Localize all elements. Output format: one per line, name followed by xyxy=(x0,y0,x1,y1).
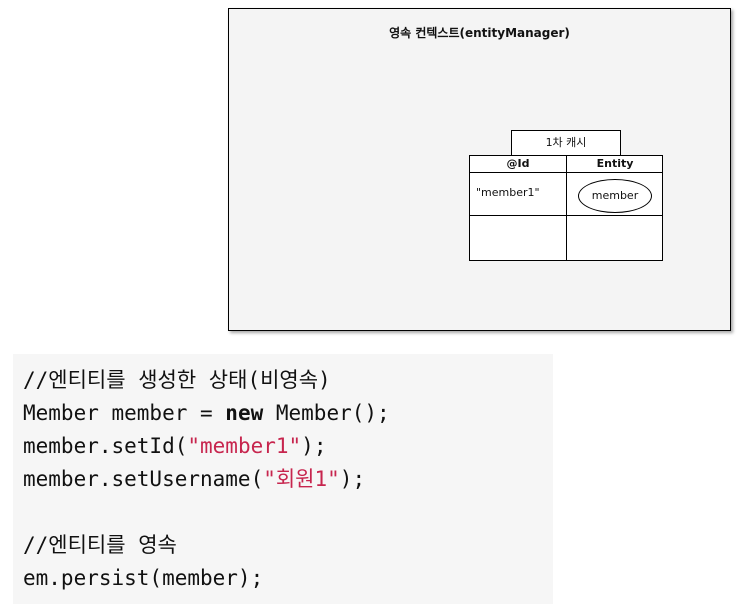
comment-transient: //엔티티를 생성한 상태(비영속) xyxy=(23,368,331,392)
code-line: Member member = new Member(); xyxy=(23,397,553,430)
code-comment-line: //엔티티를 생성한 상태(비영속) xyxy=(23,364,553,397)
blank-line xyxy=(23,496,553,529)
header-entity: Entity xyxy=(596,157,634,170)
code-text: member.setId( xyxy=(23,434,188,458)
code-comment-line: //엔티티를 영속 xyxy=(23,529,553,562)
comment-persist: //엔티티를 영속 xyxy=(23,533,177,557)
string-literal: "member1" xyxy=(187,434,302,458)
column-divider xyxy=(566,156,567,260)
code-text: ); xyxy=(339,467,366,491)
first-level-cache-label: 1차 캐시 xyxy=(511,130,621,156)
code-text: Member(); xyxy=(263,401,390,425)
keyword-new: new xyxy=(225,401,264,425)
entity-member-oval: member xyxy=(578,179,652,213)
cache-table: @Id Entity "member1" member xyxy=(469,155,663,261)
code-text: member.setUsername( xyxy=(23,467,264,491)
string-literal: "회원1" xyxy=(263,467,340,491)
code-line: member.setId("member1"); xyxy=(23,430,553,463)
row-divider xyxy=(470,215,662,216)
code-line: member.setUsername("회원1"); xyxy=(23,463,553,496)
header-id: @Id xyxy=(506,157,530,170)
code-text: em.persist(member); xyxy=(23,566,264,590)
code-line: em.persist(member); xyxy=(23,562,553,595)
header-divider xyxy=(470,172,662,173)
code-text: ); xyxy=(301,434,327,458)
persistence-context-title: 영속 컨텍스트(entityManager) xyxy=(389,26,570,40)
code-text: Member member = xyxy=(23,401,226,425)
cell-id-member1: "member1" xyxy=(476,186,540,199)
code-block: //엔티티를 생성한 상태(비영속) Member member = new M… xyxy=(13,354,553,604)
